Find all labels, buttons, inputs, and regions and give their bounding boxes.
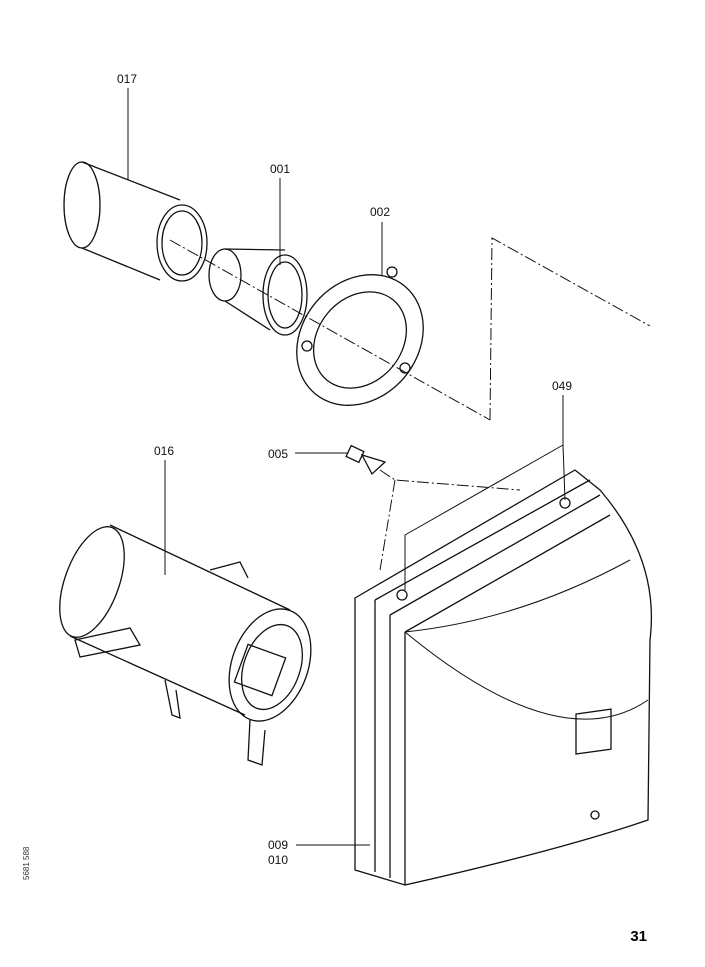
page-number: 31: [630, 928, 647, 945]
axis-lines: [169, 237, 651, 571]
part-005-test-nipple: [345, 444, 387, 476]
label-002: 002: [370, 205, 391, 219]
label-049: 049: [552, 379, 573, 393]
label-001: 001: [270, 162, 291, 176]
part-017-sleeve: [63, 161, 208, 282]
part-009-010-casing: [354, 469, 653, 886]
part-001-adapter: [208, 248, 308, 336]
part-016-air-tube: [59, 524, 312, 766]
document-number: 5681 588: [22, 846, 31, 880]
label-005: 005: [268, 447, 289, 461]
label-016: 016: [154, 444, 175, 458]
part-002-gasket: [296, 266, 424, 406]
label-017: 017: [117, 72, 138, 86]
label-010: 010: [268, 853, 289, 867]
leader-lines: [127, 88, 566, 846]
label-009: 009: [268, 838, 289, 852]
